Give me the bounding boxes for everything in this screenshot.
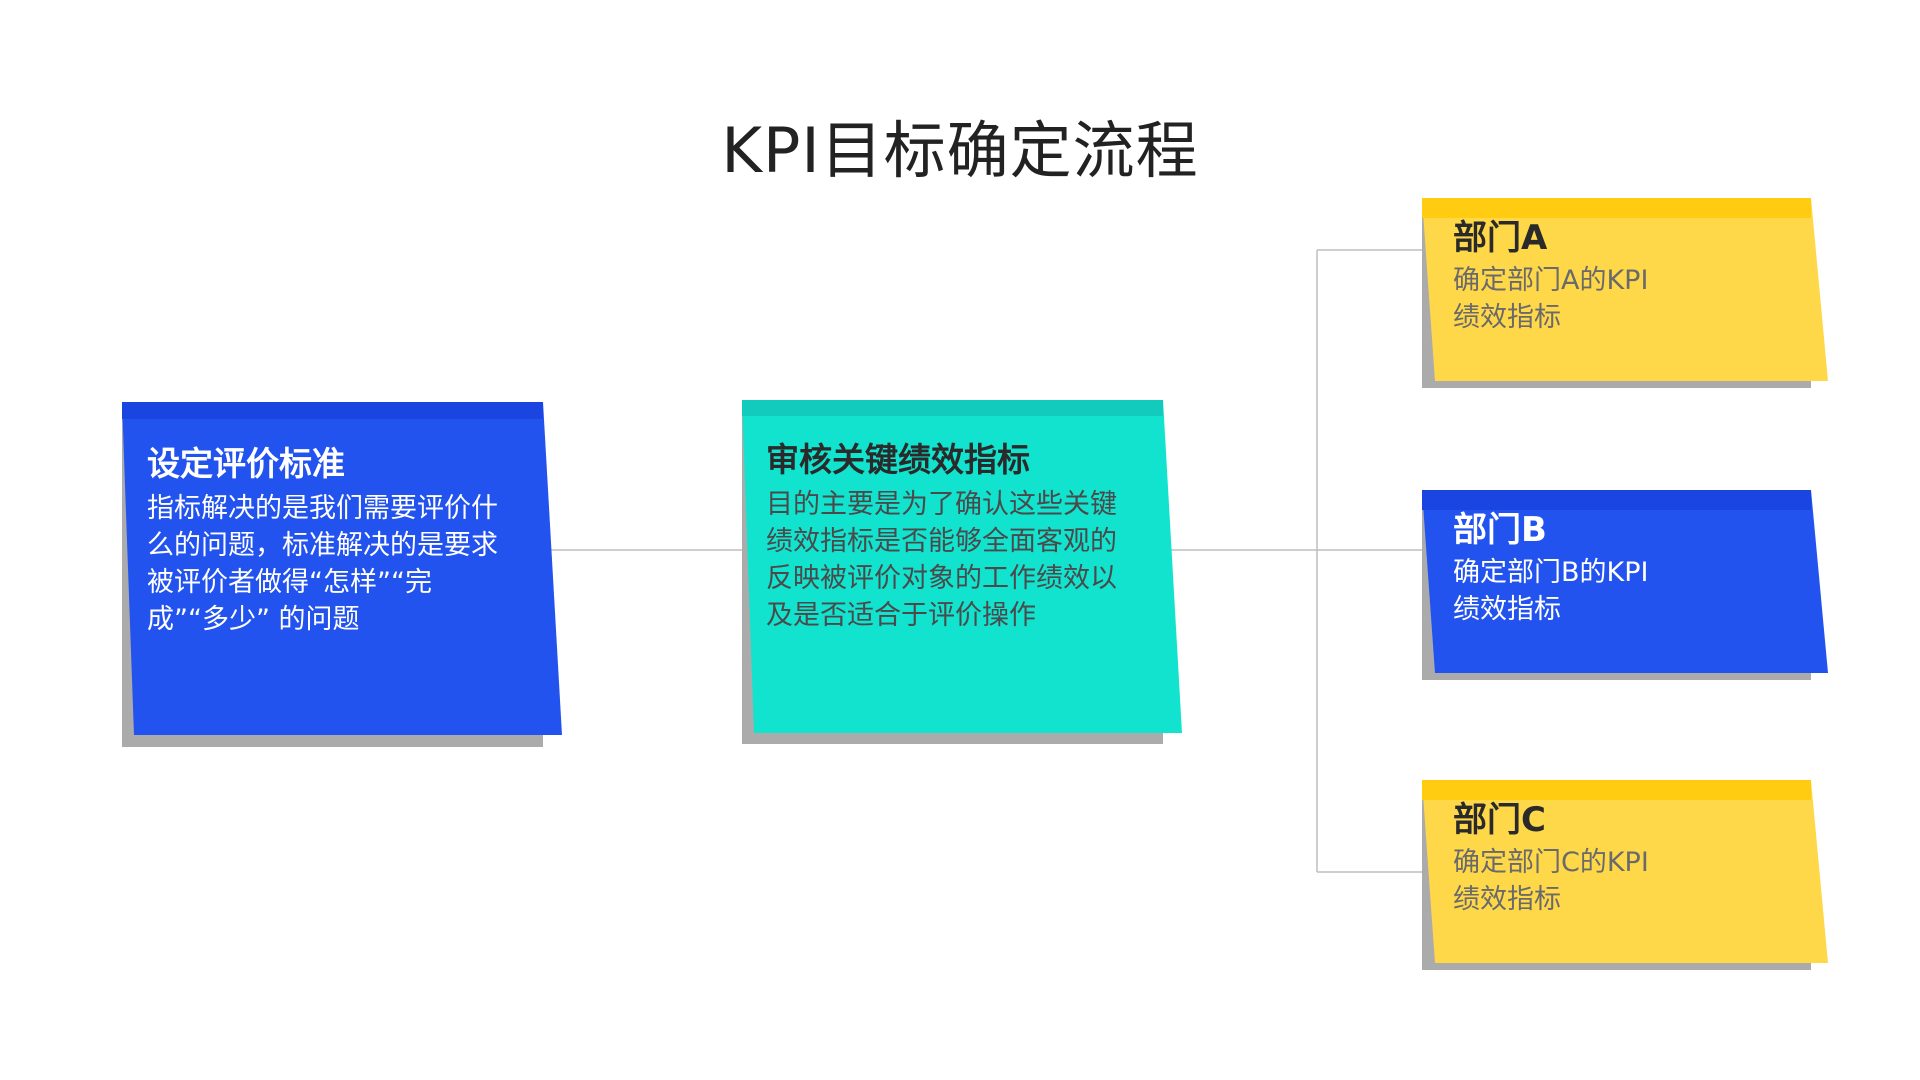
- dept-heading: 部门C: [1453, 800, 1546, 840]
- step-note-review-kpi: 审核关键绩效指标 目的主要是为了确认这些关键绩效指标是否能够全面客观的反映被评价…: [742, 400, 1182, 745]
- dept-note-c: 部门C 确定部门C的KPI 绩效指标: [1422, 780, 1832, 972]
- step-body: 指标解决的是我们需要评价什么的问题，标准解决的是要求被评价者做得“怎样”“完成”…: [147, 493, 498, 635]
- step-note-set-standards: 设定评价标准 指标解决的是我们需要评价什么的问题，标准解决的是要求被评价者做得“…: [122, 402, 562, 747]
- dept-body: 确定部门C的KPI 绩效指标: [1453, 847, 1649, 915]
- dept-body: 确定部门B的KPI 绩效指标: [1453, 557, 1649, 625]
- dept-note-a: 部门A 确定部门A的KPI 绩效指标: [1422, 198, 1832, 390]
- step-heading: 审核关键绩效指标: [766, 440, 1030, 479]
- dept-heading: 部门A: [1453, 218, 1548, 258]
- dept-heading: 部门B: [1453, 510, 1547, 550]
- diagram-title: KPI目标确定流程: [721, 114, 1199, 187]
- dept-note-b: 部门B 确定部门B的KPI 绩效指标: [1422, 490, 1832, 682]
- step-body: 目的主要是为了确认这些关键绩效指标是否能够全面客观的反映被评价对象的工作绩效以及…: [766, 489, 1117, 631]
- step-heading: 设定评价标准: [147, 444, 345, 483]
- dept-body: 确定部门A的KPI 绩效指标: [1453, 265, 1649, 333]
